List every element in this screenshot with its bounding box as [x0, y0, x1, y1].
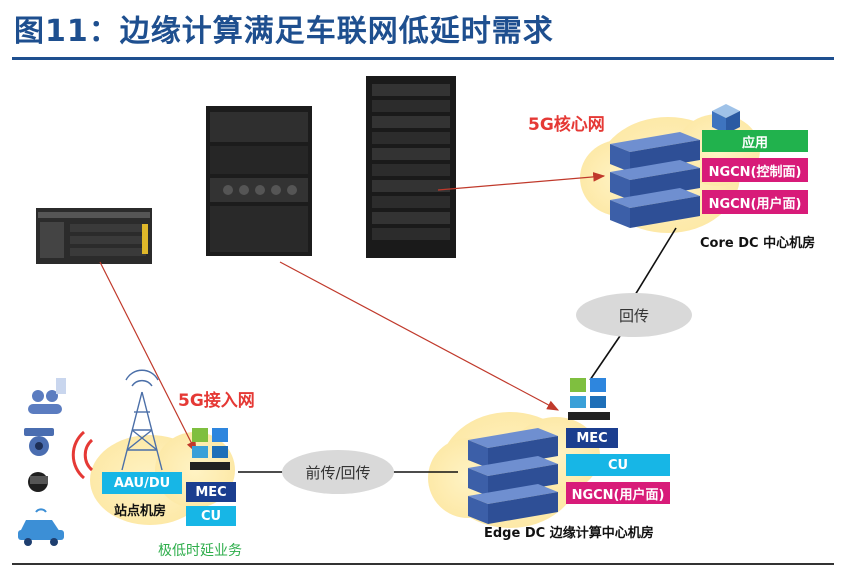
- mid-rack-cabinet: [206, 106, 312, 256]
- backhaul-label: 回传: [618, 307, 649, 325]
- edge-server-stack: [468, 428, 558, 524]
- edge-cu-box: CU: [566, 454, 670, 476]
- edge-app-icons: [568, 378, 610, 420]
- top-rule: [12, 57, 834, 60]
- edge-mec-box: MEC: [566, 428, 618, 448]
- access-cu-box: CU: [186, 506, 236, 526]
- vr-headset-icon: [28, 472, 48, 492]
- cell-tower-icon: [121, 369, 163, 471]
- camera-icon: [24, 428, 54, 456]
- core-ngcn-control-box: NGCN(控制面): [702, 158, 808, 182]
- core-network-label: 5G核心网: [528, 115, 605, 135]
- core-app-box: 应用: [702, 130, 808, 152]
- small-rack-equipment: [36, 208, 152, 264]
- access-app-icons: [190, 428, 230, 470]
- deployment-arrows: [99, 172, 606, 454]
- core-ngcn-user-box: NGCN(用户面): [702, 190, 808, 214]
- radio-waves-icon: [71, 430, 94, 480]
- tall-rack-cabinet: [366, 76, 456, 258]
- low-latency-service-label: 极低时延业务: [158, 543, 242, 559]
- users-icon: [28, 378, 66, 414]
- aau-du-box: AAU/DU: [102, 472, 182, 494]
- fronthaul-ellipse: [282, 450, 394, 494]
- core-site-label: Core DC 中心机房: [700, 236, 816, 251]
- connection-lines: [238, 227, 677, 473]
- access-network-label: 5G接入网: [178, 391, 255, 411]
- figure-title: 图11：边缘计算满足车联网低延时需求: [14, 14, 554, 49]
- backhaul-ellipse: [576, 293, 692, 337]
- connected-car-icon: [18, 508, 64, 546]
- app-cube-icon: [712, 104, 740, 134]
- access-site-label: 站点机房: [114, 504, 167, 519]
- edge-site-label: Edge DC 边缘计算中心机房: [484, 526, 654, 541]
- fronthaul-label: 前传/回传: [305, 464, 371, 482]
- bottom-rule: [12, 563, 834, 565]
- core-server-stack: [610, 132, 700, 228]
- edge-ngcn-user-box: NGCN(用户面): [566, 482, 670, 504]
- access-mec-box: MEC: [186, 482, 236, 502]
